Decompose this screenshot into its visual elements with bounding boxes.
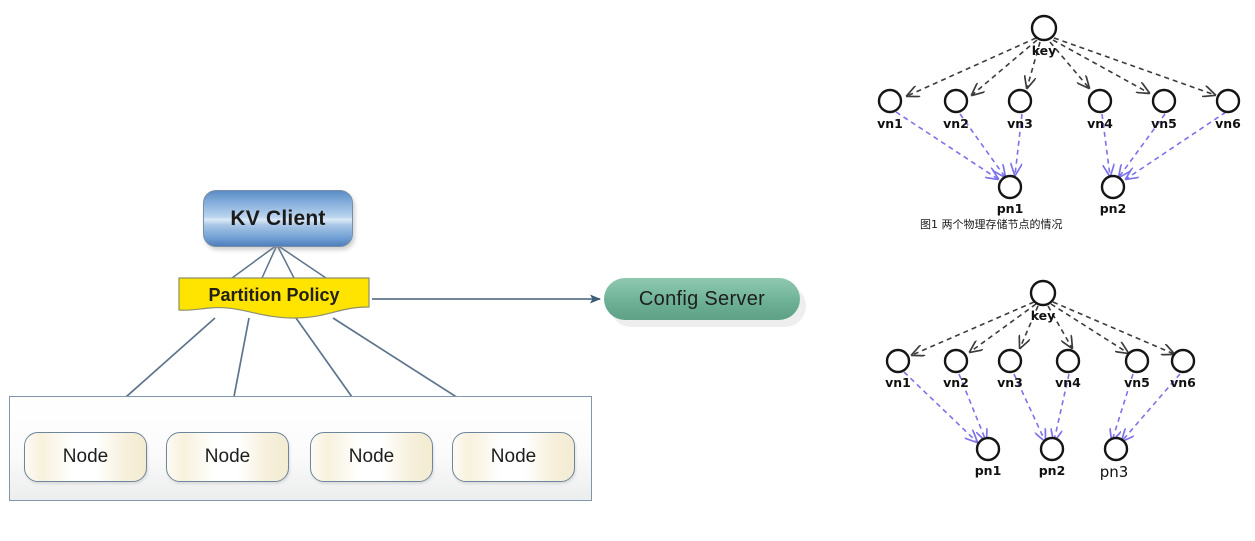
vn-node[interactable]	[885, 348, 911, 374]
pn-node-label: pn2	[1100, 201, 1127, 216]
partition-policy-shape	[178, 277, 370, 319]
vn-node[interactable]	[997, 348, 1023, 374]
vn-node-label: vn6	[1215, 116, 1241, 131]
vn-node[interactable]	[943, 348, 969, 374]
key-node-label: key	[1032, 43, 1057, 58]
vn-node-label: vn4	[1055, 375, 1081, 390]
pn-node[interactable]	[997, 174, 1023, 200]
config-server-label: Config Server	[638, 287, 766, 310]
vn-node-label: vn5	[1151, 116, 1177, 131]
node-box[interactable]: Node	[24, 432, 147, 482]
vn-node[interactable]	[1055, 348, 1081, 374]
key-node-label: key	[1031, 308, 1056, 323]
vn-node[interactable]	[1215, 88, 1241, 114]
vn-node[interactable]	[1087, 88, 1113, 114]
figure-bottom: key vn1 vn2 vn3 vn4 vn5 vn6 pn1 pn2 pn3	[885, 279, 1196, 481]
vn-node[interactable]	[1170, 348, 1196, 374]
key-node[interactable]	[1030, 14, 1058, 42]
vn-node-label: vn2	[943, 375, 969, 390]
vn-node-label: vn6	[1170, 375, 1196, 390]
vn-node[interactable]	[1151, 88, 1177, 114]
vn-node[interactable]	[877, 88, 903, 114]
figure-top-caption: 图1 两个物理存储节点的情况	[920, 218, 1063, 231]
pn-node-label: pn1	[975, 463, 1002, 478]
kv-client-label: KV Client	[230, 206, 326, 230]
partition-policy-box[interactable]: Partition Policy	[178, 277, 370, 319]
vn-node-label: vn5	[1124, 375, 1150, 390]
pn-node[interactable]	[975, 436, 1001, 462]
node-box[interactable]: Node	[310, 432, 433, 482]
pn-node-label: pn2	[1039, 463, 1066, 478]
config-server-box[interactable]: Config Server	[604, 278, 800, 320]
vn-node[interactable]	[1124, 348, 1150, 374]
node-label: Node	[490, 446, 537, 467]
vn-node-label: vn3	[997, 375, 1023, 390]
node-box[interactable]: Node	[452, 432, 575, 482]
pn-node[interactable]	[1103, 436, 1129, 462]
vn-node-label: vn1	[885, 375, 911, 390]
figure-top: key vn1 vn2 vn3 vn4 vn5 vn6 pn1 pn2	[877, 14, 1241, 216]
pn-node[interactable]	[1100, 174, 1126, 200]
node-box[interactable]: Node	[166, 432, 289, 482]
key-node[interactable]	[1029, 279, 1057, 307]
vn-node-label: vn1	[877, 116, 903, 131]
pn-node-label: pn3	[1100, 463, 1129, 481]
virtual-node-figures: key vn1 vn2 vn3 vn4 vn5 vn6 pn1 pn2	[877, 14, 1241, 481]
vn-to-pn-edges	[895, 111, 1227, 179]
vn-node-label: vn2	[943, 116, 969, 131]
vn-node[interactable]	[943, 88, 969, 114]
node-label: Node	[204, 446, 251, 467]
kv-client-box[interactable]: KV Client	[203, 190, 353, 247]
pn-node-label: pn1	[997, 201, 1024, 216]
node-label: Node	[348, 446, 395, 467]
pn-node[interactable]	[1039, 436, 1065, 462]
key-to-vn-edges	[912, 301, 1174, 355]
vn-node-label: vn4	[1087, 116, 1113, 131]
key-to-vn-edges	[907, 37, 1215, 96]
vn-to-pn-edges	[903, 371, 1181, 442]
vn-node[interactable]	[1007, 88, 1033, 114]
node-label: Node	[62, 446, 109, 467]
vn-node-label: vn3	[1007, 116, 1033, 131]
client-to-policy-connectors	[231, 244, 327, 279]
